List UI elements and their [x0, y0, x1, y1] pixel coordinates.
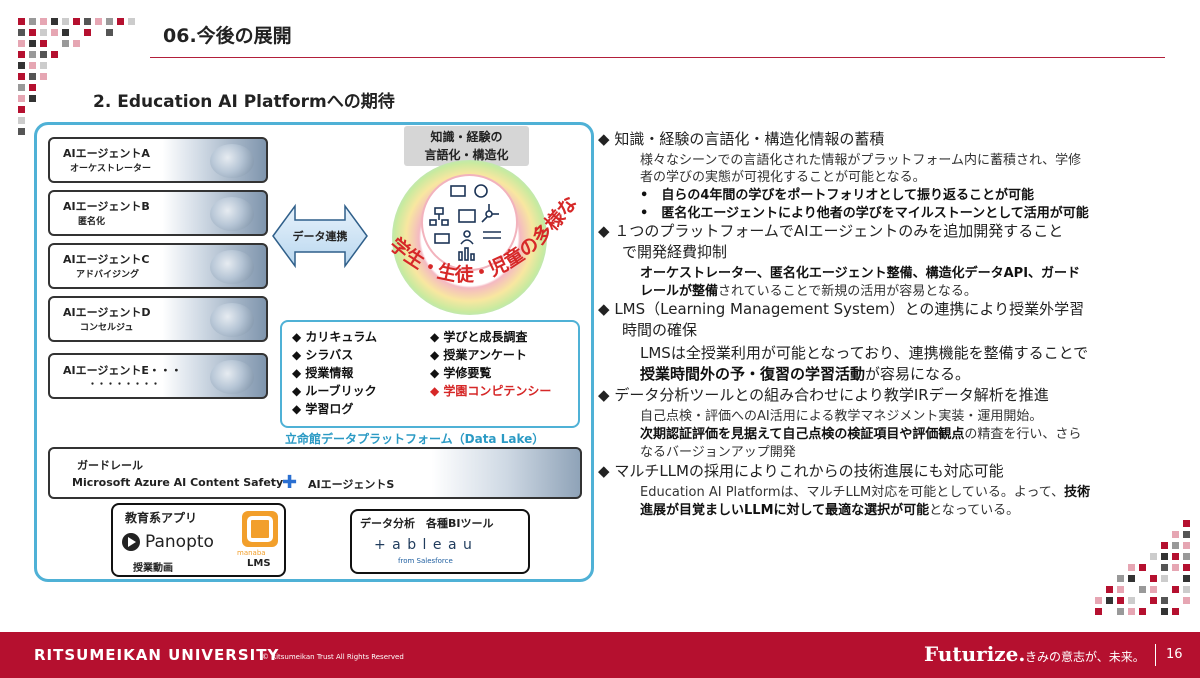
bullet-4-text: 次期認証評価を見据えて自己点検の検証項目や評価観点の精査を行い、さら — [640, 427, 1082, 442]
guardrail-agent: AIエージェントS — [308, 478, 395, 491]
apps-title: 教育系アプリ — [125, 511, 198, 525]
data-item: ◆ ルーブリック — [292, 384, 377, 398]
ai-face-image — [210, 250, 254, 284]
page-number: 16 — [1166, 647, 1183, 662]
bullet-1-title: ◆ 知識・経験の言語化・構造化情報の蓄積 — [598, 130, 885, 148]
agent-card-title: AIエージェントC — [63, 253, 150, 266]
arc-text-path: 学生・生徒・児童の多様な学び — [360, 170, 582, 286]
panopto-name: Panopto — [145, 532, 214, 552]
bi-tools-box: データ分析 各種BIツール + a b l e a u from Salesfo… — [350, 509, 530, 574]
bullet-5-text: 進展が目覚ましいLLMに対して最適な選択が可能となっている。 — [640, 503, 1020, 518]
ai-face-image — [210, 197, 254, 231]
data-item: ◆ シラバス — [292, 348, 354, 362]
page-subtitle: 2. Education AI Platformへの期待 — [93, 92, 395, 112]
lms-caption: LMS — [247, 558, 271, 569]
tagline: きみの意志が、未来。 — [1025, 650, 1145, 664]
data-item-highlight: ◆ 学園コンピテンシー — [430, 384, 552, 398]
bullet-3-text: 授業時間外の予・復習の学習活動が容易になる。 — [640, 365, 971, 383]
data-lake-caption: 立命館データプラットフォーム（Data Lake） — [285, 432, 545, 446]
agent-card-title: AIエージェントE・・・ — [63, 364, 182, 377]
platform-diagram-frame — [34, 122, 594, 582]
knowledge-structuring-label: 知識・経験の 言語化・構造化 — [404, 126, 529, 166]
futurize-logo: Futurize. — [924, 642, 1026, 666]
agent-card-role: ・・・・・・・・ — [88, 380, 161, 390]
bullet-1-text: 者の学びの実態が可視化することが可能となる。 — [640, 170, 926, 185]
bullet-3-text: LMSは全授業利用が可能となっており、連携機能を整備することで — [640, 344, 1089, 362]
section-title: 06.今後の展開 — [163, 25, 292, 47]
bullet-4-text: 自己点検・評価へのAI活用による教学マネジメント実装・運用開始。 — [640, 409, 1043, 424]
guardrail-card: ガードレール Microsoft Azure AI Content Safety… — [48, 447, 582, 499]
agent-card-e: AIエージェントE・・・ ・・・・・・・・ — [48, 353, 268, 399]
data-item: ◆ 学習ログ — [292, 402, 354, 416]
svg-text:学生・生徒・児童の多様な学び: 学生・生徒・児童の多様な学び — [360, 170, 582, 286]
bullet-2-title-cont: で開発経費抑制 — [622, 243, 728, 261]
university-logo: RITSUMEIKAN UNIVERSITY — [34, 646, 280, 664]
core-icons-cluster — [429, 184, 501, 261]
data-item: ◆ カリキュラム — [292, 330, 378, 344]
footer-divider — [1155, 644, 1156, 666]
agent-card-title: AIエージェントB — [63, 200, 150, 213]
manaba-brand: manaba — [237, 549, 266, 557]
bullet-2-title: ◆ １つのプラットフォームでAIエージェントのみを追加開発すること — [598, 222, 1064, 240]
presentation-icon — [458, 209, 476, 223]
bullet-4-text: なるバージョンアップ開発 — [640, 445, 796, 460]
data-link-label: データ連携 — [292, 230, 348, 243]
manaba-logo-icon — [242, 511, 278, 547]
knowledge-label-line1: 知識・経験の — [430, 130, 503, 144]
tableau-from: from Salesforce — [398, 557, 453, 565]
agent-card-c: AIエージェントC アドバイジング — [48, 243, 268, 289]
agent-card-d: AIエージェントD コンセルジュ — [48, 296, 268, 342]
ai-face-image — [210, 144, 254, 178]
panopto-logo-icon — [122, 533, 140, 551]
ai-face-image — [210, 303, 254, 337]
decorative-mosaic-top-left — [18, 18, 138, 138]
agent-card-title: AIエージェントD — [63, 306, 151, 319]
knowledge-label-line2: 言語化・構造化 — [424, 148, 509, 162]
data-item: ◆ 授業アンケート — [430, 348, 527, 362]
person-icon — [463, 230, 471, 238]
diverse-learning-arc-text: 学生・生徒・児童の多様な学び — [360, 170, 582, 286]
agent-card-title: AIエージェントA — [63, 147, 150, 160]
agent-card-role: オーケストレーター — [70, 164, 152, 174]
agent-card-b: AIエージェントB 匿名化 — [48, 190, 268, 236]
guardrail-product: Microsoft Azure AI Content Safety — [72, 476, 284, 489]
chart-icon — [458, 251, 463, 261]
education-apps-box: 教育系アプリ Panopto 授業動画 manaba LMS — [111, 503, 286, 577]
agent-card-role: アドバイジング — [76, 270, 140, 280]
footer-bar: RITSUMEIKAN UNIVERSITY © Ritsumeikan Tru… — [0, 632, 1200, 678]
bullet-2-text: オーケストレーター、匿名化エージェント整備、構造化データAPI、ガード — [640, 266, 1081, 281]
data-lake-list: ◆ カリキュラム ◆ シラバス ◆ 授業情報 ◆ ルーブリック ◆ 学習ログ ◆… — [280, 320, 580, 428]
agent-card-role: コンセルジュ — [80, 323, 134, 333]
bullet-1-text: 様々なシーンでの言語化された情報がプラットフォーム内に蓄積され、学修 — [640, 153, 1082, 168]
data-item: ◆ 学びと成長調査 — [430, 330, 528, 344]
bullet-1-detail: • 匿名化エージェントにより他者の学びをマイルストーンとして活用が可能 — [640, 206, 1089, 221]
bullet-4-title: ◆ データ分析ツールとの組み合わせにより教学IRデータ解析を推進 — [598, 386, 1049, 404]
map-icon — [450, 185, 466, 197]
bi-title: データ分析 各種BIツール — [360, 517, 494, 530]
laptop-icon — [434, 233, 450, 244]
panopto-caption: 授業動画 — [133, 563, 173, 574]
bullet-5-text: Education AI Platformは、マルチLLM対応を可能としている。… — [640, 485, 1091, 500]
compass-icon — [474, 184, 488, 198]
data-link-double-arrow — [272, 203, 368, 269]
copyright-text: © Ritsumeikan Trust All Rights Reserved — [262, 653, 404, 661]
bullet-3-title: ◆ LMS（Learning Management System）との連携により… — [598, 300, 1085, 318]
agent-card-a: AIエージェントA オーケストレーター — [48, 137, 268, 183]
plus-icon: ✚ — [282, 472, 298, 493]
tableau-wordmark: + a b l e a u — [374, 537, 473, 553]
decorative-mosaic-bottom-right — [1095, 520, 1195, 625]
bullet-3-title-cont: 時間の確保 — [622, 321, 698, 339]
bullet-5-title: ◆ マルチLLMの採用によりこれからの技術進展にも対応可能 — [598, 462, 1004, 480]
bullet-1-detail: • 自らの4年間の学びをポートフォリオとして振り返ることが可能 — [640, 188, 1034, 203]
bullet-2-text: レールが整備されていることで新規の活用が容易となる。 — [640, 284, 977, 299]
ai-face-image — [210, 360, 254, 394]
data-item: ◆ 学修要覧 — [430, 366, 492, 380]
guardrail-label: ガードレール — [77, 459, 143, 472]
data-item: ◆ 授業情報 — [292, 366, 354, 380]
agent-card-role: 匿名化 — [78, 217, 106, 227]
section-divider — [150, 57, 1165, 58]
